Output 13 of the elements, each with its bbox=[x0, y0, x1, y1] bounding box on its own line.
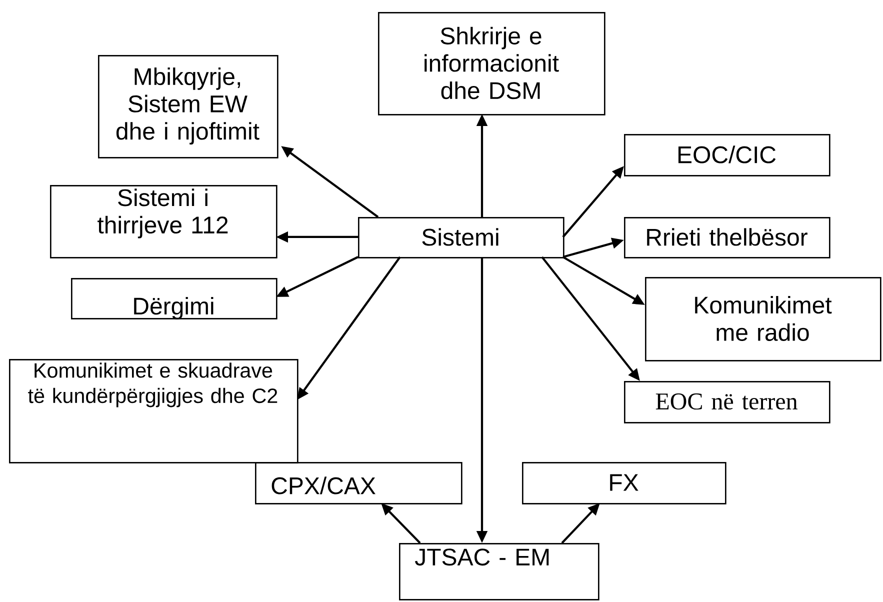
box: FX bbox=[522, 462, 726, 504]
box: Komunikimet e skuadrave të kundërpërgjigjes dhe C2 bbox=[9, 359, 298, 464]
box: Dërgimi bbox=[71, 278, 278, 320]
box: EOC/CIC bbox=[624, 134, 830, 176]
box: Mbikqyrje, Sistem EW dhe i njoftimit bbox=[98, 55, 278, 158]
box: EOC në terren bbox=[624, 381, 830, 424]
box: Shkrirje e informacionit dhe DSM bbox=[378, 12, 606, 116]
box: CPX/CAX bbox=[255, 462, 462, 504]
box: Rrieti thelbësor bbox=[624, 217, 830, 258]
box: Sistemi bbox=[358, 217, 564, 258]
box: Sistemi i thirrjeve 112 bbox=[50, 185, 278, 258]
box: JTSAC - EM bbox=[399, 543, 600, 600]
box: Komunikimet me radio bbox=[645, 277, 882, 362]
